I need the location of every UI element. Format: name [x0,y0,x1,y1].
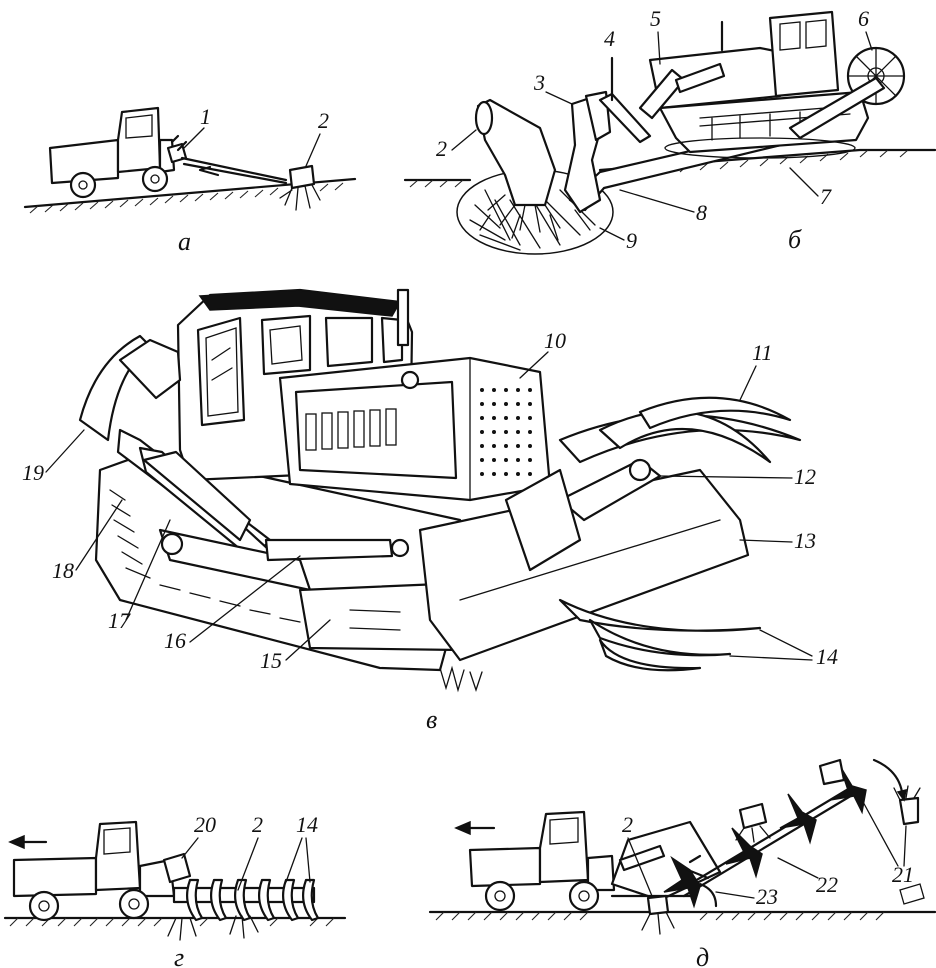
callout-3: 3 [533,70,545,95]
callout-4: 4 [604,26,615,51]
callout-13: 13 [794,528,816,553]
callout-14-g: 14 [296,812,318,837]
panel-a-truck-stump-puller [23,106,357,214]
callout-21: 21 [892,862,914,887]
callout-8: 8 [696,200,707,225]
caption-a: а [178,227,191,256]
callout-2-b: 2 [436,136,447,161]
callout-16: 16 [164,628,186,653]
caption-d: д [696,943,709,968]
panel-b-rooter-tractor [403,10,936,255]
callout-17: 17 [108,608,131,633]
callout-14-v: 14 [816,644,838,669]
callout-20: 20 [194,812,216,837]
callout-18: 18 [52,558,74,583]
callout-10: 10 [544,328,566,353]
callout-1: 1 [200,104,211,129]
callout-2-g: 2 [252,812,263,837]
callout-7: 7 [820,184,832,209]
callout-6: 6 [858,6,869,31]
caption-v: в [426,705,437,734]
callout-5: 5 [650,6,661,31]
callout-11: 11 [752,340,772,365]
panel-g-truck-with-teeth [3,820,347,941]
callout-15: 15 [260,648,282,673]
callout-19: 19 [22,460,44,485]
caption-b: б [788,225,802,254]
panel-v-root-clearing-tractor [78,288,802,693]
callout-2-d: 2 [622,812,633,837]
callout-12: 12 [794,464,816,489]
caption-g: г [174,943,184,968]
callout-9: 9 [626,228,637,253]
callout-22: 22 [816,872,838,897]
panel-d-truck-with-auger [428,758,936,935]
callout-2-a: 2 [318,108,329,133]
callout-23: 23 [756,884,778,909]
